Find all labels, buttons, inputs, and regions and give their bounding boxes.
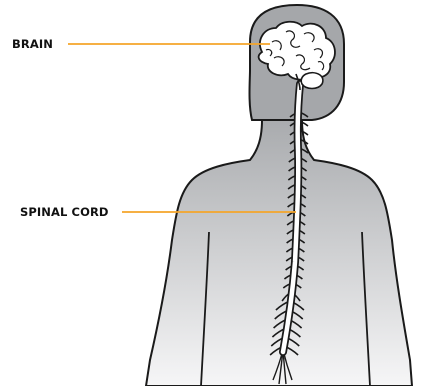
cerebellum <box>301 73 323 89</box>
spinal-cord-label: SPINAL CORD <box>20 205 109 219</box>
body-silhouette <box>146 120 412 386</box>
brain-label: BRAIN <box>12 37 53 51</box>
cerebrum <box>259 22 335 80</box>
